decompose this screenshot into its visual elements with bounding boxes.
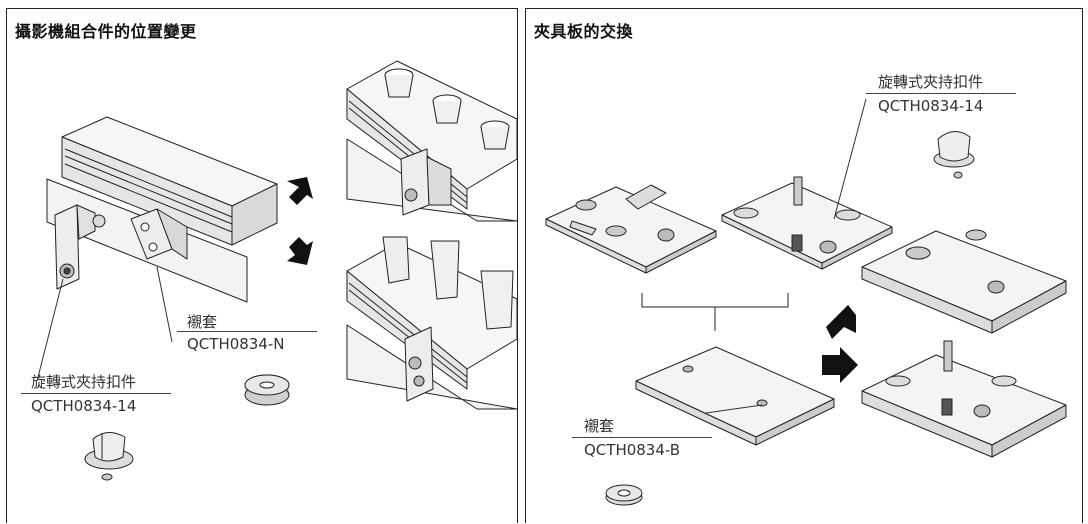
selection-bracket (641, 293, 789, 308)
fixture-base-plate (635, 346, 835, 446)
bushing-part-left (244, 374, 290, 406)
rotary-clamp-part-number: QCTH0834-14 (31, 397, 137, 415)
camera-assembly-panel: 攝影機組合件的位置變更 (6, 8, 518, 523)
camera-bracket (54, 204, 106, 290)
assembled-plate-b (861, 340, 1067, 458)
fixture-plate-a (545, 184, 717, 274)
rail-with-bottles (346, 236, 518, 410)
arrow-up-right (287, 177, 313, 205)
fixture-plate-illustration (545, 98, 1067, 506)
bushing-label-line-right (572, 437, 712, 438)
panel-title-fixture-plate: 夾具板的交換 (534, 22, 634, 41)
rotary-clamp-part-left (84, 432, 134, 481)
rotary-clamp-label-line (21, 393, 171, 394)
rail-with-cups (346, 60, 518, 222)
fixture-plate-b (721, 176, 893, 270)
rotary-clamp-part-number-right: QCTH0834-14 (878, 97, 984, 115)
fixture-plate-panel: 夾具板的交換 (525, 8, 1083, 523)
camera-assembly-illustration (36, 60, 518, 481)
panel-title-camera-assembly: 攝影機組合件的位置變更 (15, 22, 197, 41)
bushing-part-number-right: QCTH0834-B (584, 441, 681, 459)
mount-block (130, 208, 188, 260)
rotary-clamp-label: 旋轉式夾持扣件 (31, 373, 137, 391)
arrow-up-right-2 (826, 305, 856, 339)
rotary-clamp-label-line-right (866, 93, 1016, 94)
bushing-part-number: QCTH0834-N (187, 335, 285, 353)
bushing-label-right: 襯套 (584, 417, 615, 435)
rotary-clamp-part-right (933, 131, 975, 179)
bushing-part-right (605, 484, 643, 506)
rail-extrusion (61, 116, 278, 246)
bushing-label: 襯套 (187, 313, 218, 331)
arrow-right (822, 347, 858, 383)
bushing-label-line (177, 331, 317, 332)
arrow-down-right (287, 237, 313, 265)
assembled-plate-a (861, 229, 1067, 334)
rotary-clamp-label-right: 旋轉式夾持扣件 (878, 73, 984, 91)
